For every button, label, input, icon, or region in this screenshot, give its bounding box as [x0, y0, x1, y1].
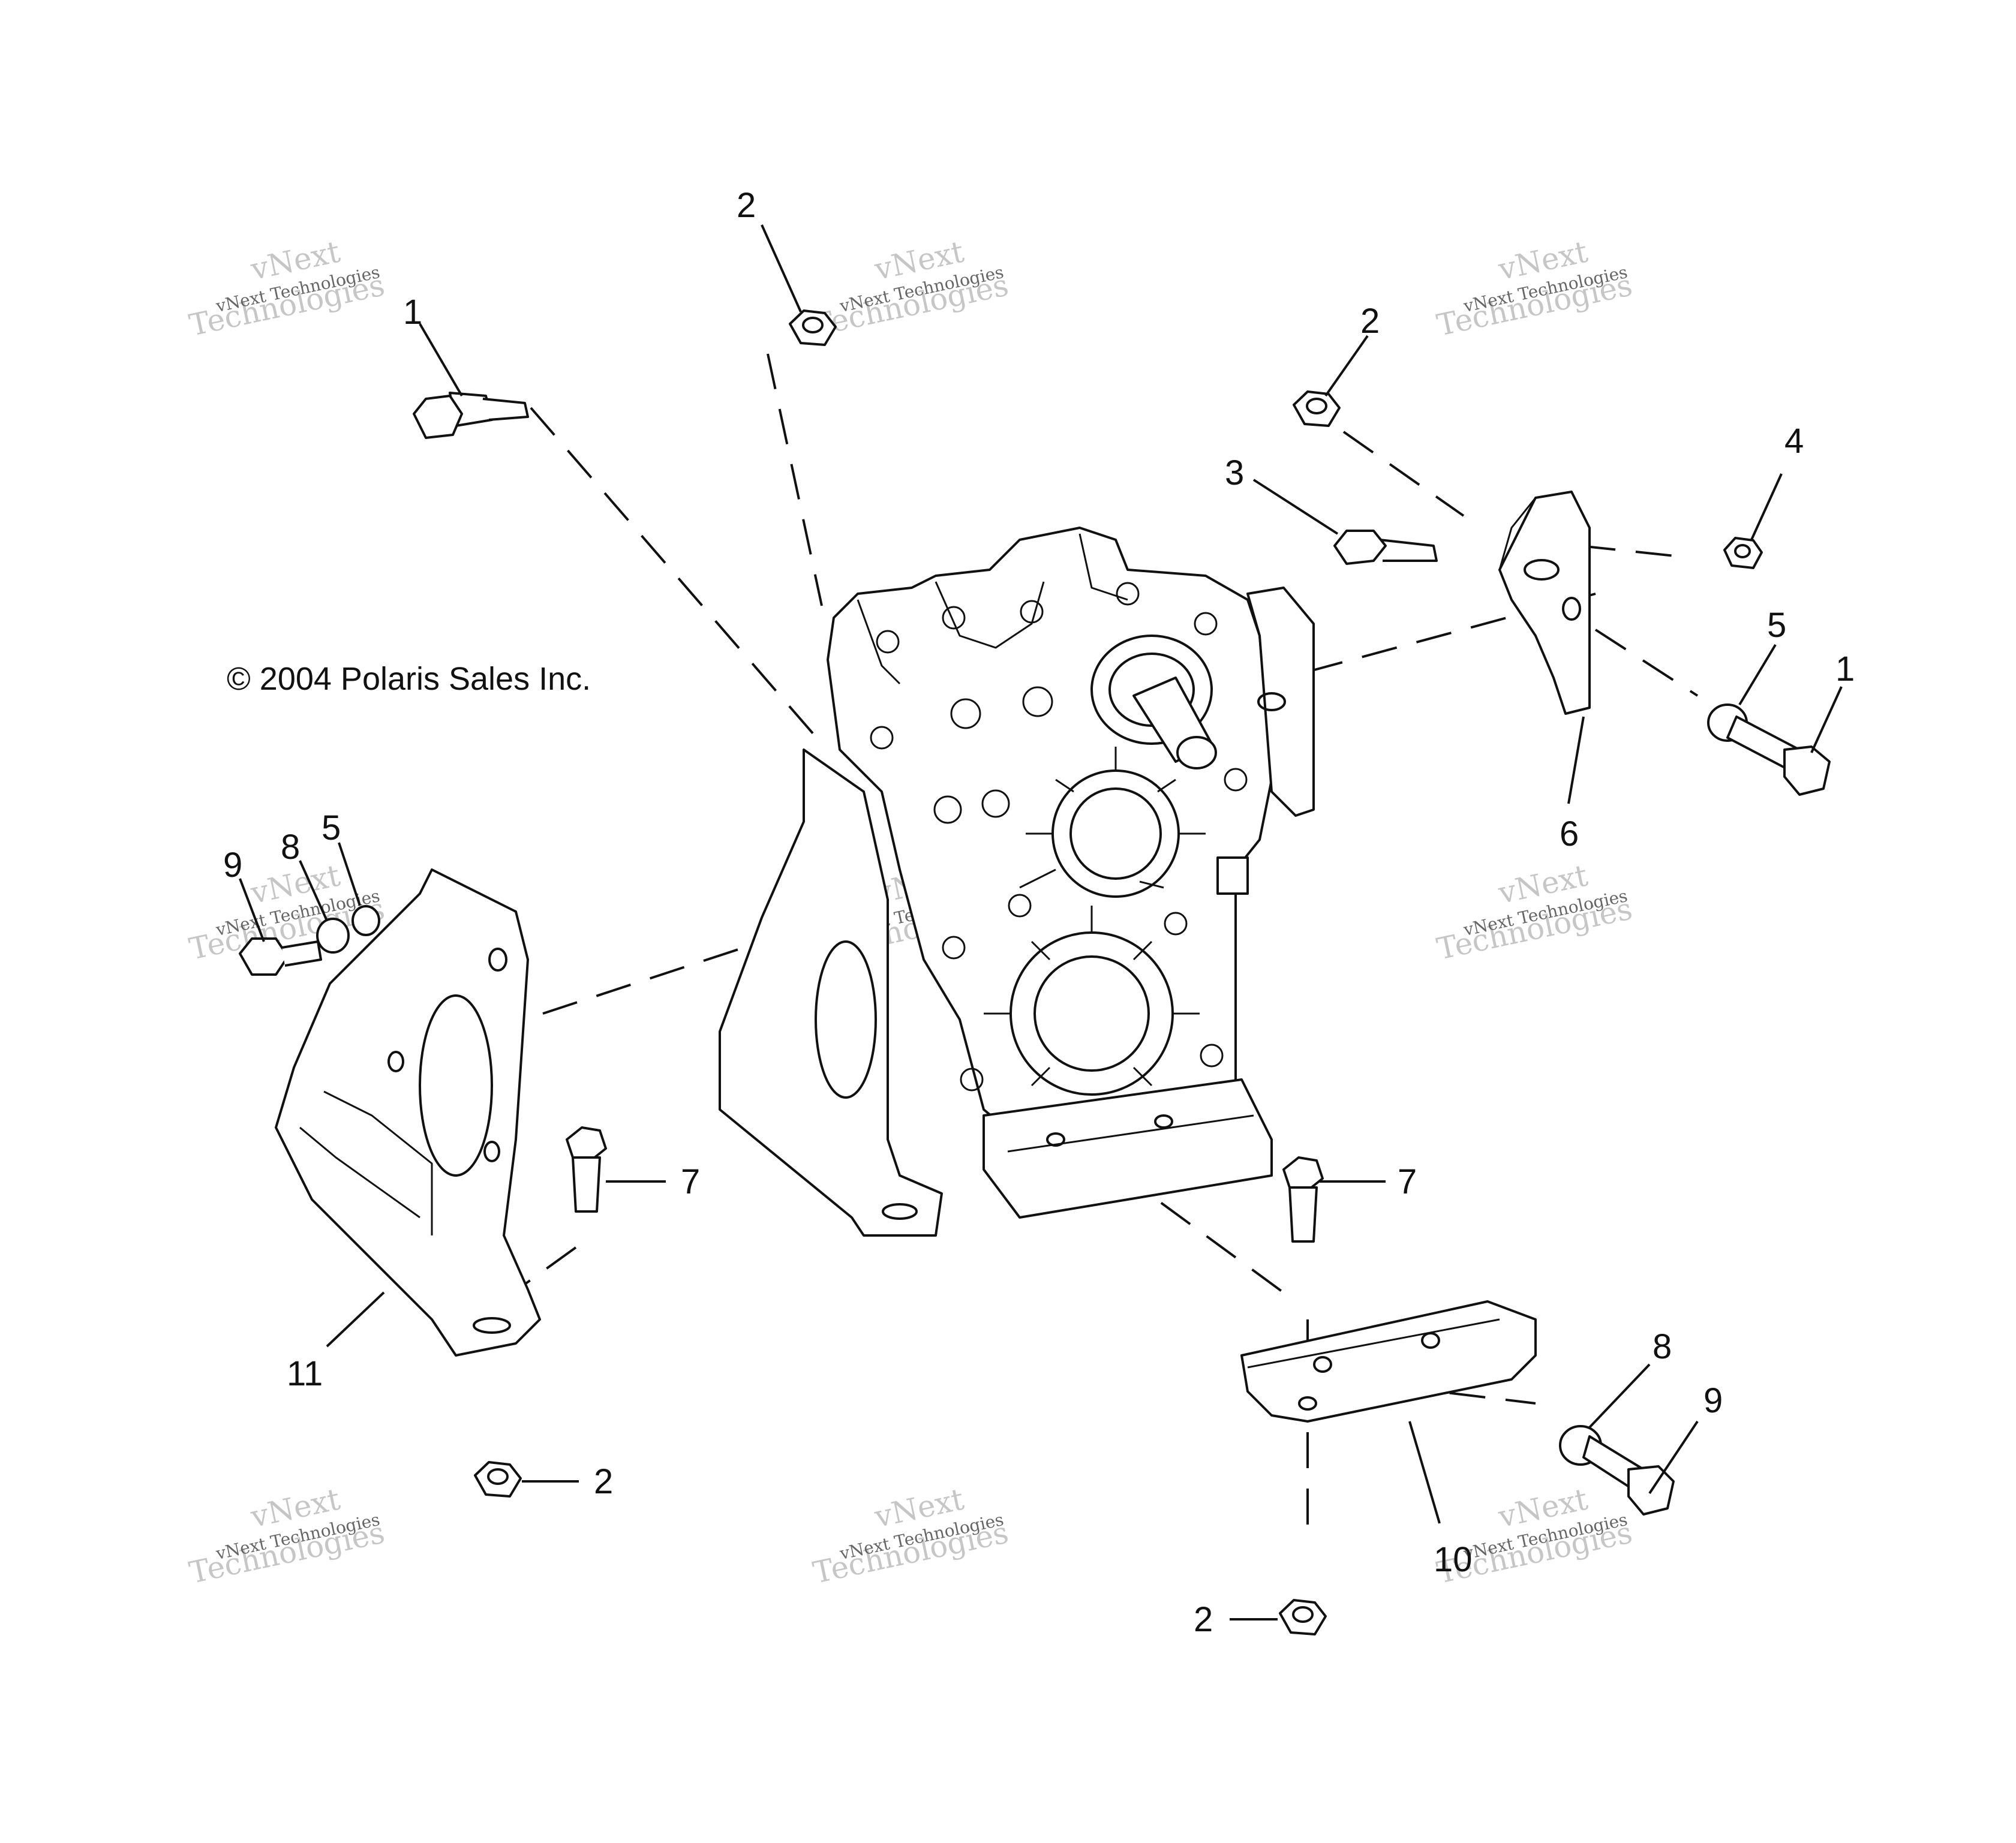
callout-label: 1 — [1835, 650, 1855, 689]
flange-bolt-item-7-left — [566, 1126, 607, 1213]
mount-bracket-item-10 — [1240, 1300, 1537, 1423]
watermark: vNext Technologies vNext Technologies — [186, 234, 387, 342]
callout-label: 2 — [737, 186, 756, 225]
callout-label: 9 — [1703, 1381, 1723, 1420]
callout-label: 8 — [1653, 1327, 1672, 1366]
mount-bracket-item-6 — [1498, 491, 1591, 715]
callout-label: 10 — [1434, 1540, 1473, 1579]
watermark: vNext Technologies vNext Technologies — [810, 1481, 1011, 1590]
watermark: vNext Technologies vNext Technologies — [1434, 234, 1635, 342]
callout-label: 2 — [1194, 1600, 1213, 1639]
mount-bracket-item-11 — [275, 868, 541, 1357]
gearcase-assembly — [719, 527, 1315, 1237]
callout-label: 2 — [594, 1462, 613, 1501]
callout-label: 4 — [1784, 422, 1804, 461]
callout-label: 1 — [403, 293, 422, 332]
leader-lines — [239, 224, 1843, 1620]
hex-nut-top — [789, 309, 837, 346]
bolt-washer-stack-left — [239, 905, 380, 976]
callout-label: 11 — [287, 1354, 323, 1393]
callout-label: 7 — [681, 1162, 700, 1201]
callout-label: 5 — [1767, 606, 1786, 645]
watermark: vNext Technologies vNext Technologies — [1434, 858, 1635, 966]
hex-nut-lower-left — [474, 1461, 522, 1498]
bolt-washer-stack-bottom-right — [1559, 1425, 1675, 1516]
callout-label: 3 — [1225, 453, 1244, 492]
callout-label: 5 — [322, 808, 341, 847]
hex-nut-bracket — [1723, 537, 1763, 569]
callout-label: 6 — [1560, 814, 1579, 853]
hex-nut-lower-right — [1279, 1599, 1327, 1635]
copyright-notice: © 2004 Polaris Sales Inc. — [227, 661, 591, 697]
callout-label: 7 — [1398, 1162, 1417, 1201]
callout-label: 2 — [1360, 302, 1380, 341]
hex-nut-upper-right — [1293, 390, 1341, 427]
watermark: vNext Technologies vNext Technologies — [186, 1481, 387, 1590]
callout-label: 9 — [223, 846, 242, 885]
flange-bolt-item-7-right — [1282, 1156, 1324, 1243]
flange-bolt-top-left — [413, 392, 529, 439]
callout-labels: 2 1 2 3 4 5 1 6 9 8 5 7 7 11 2 8 9 10 2 — [223, 186, 1855, 1639]
flange-bolt-item-3 — [1333, 530, 1438, 565]
callout-label: 8 — [281, 828, 300, 867]
flange-bolt-right — [1707, 703, 1831, 796]
